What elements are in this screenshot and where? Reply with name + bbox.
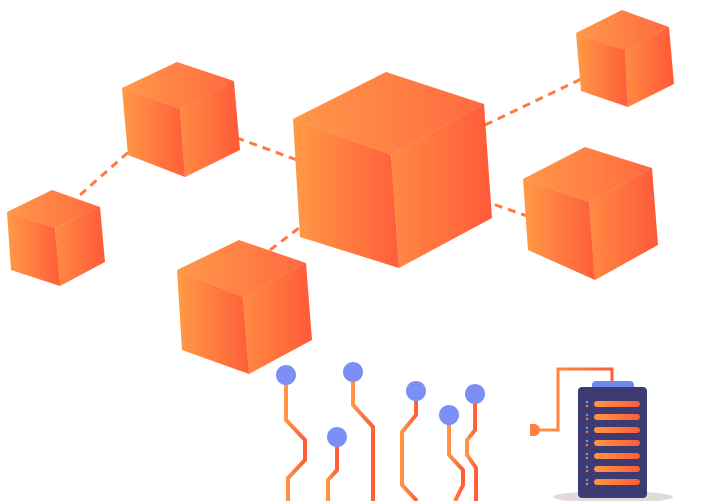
- cube-upper-left: [122, 62, 240, 177]
- server-slots: [594, 401, 640, 485]
- circuit-trace: [284, 375, 307, 501]
- circuit-trace: [351, 372, 375, 501]
- circuit-trace: [447, 415, 465, 501]
- cube-top-right: [576, 10, 674, 107]
- server-leds: [585, 400, 589, 486]
- circuit-node-icon: [343, 362, 363, 382]
- circuit-nodes: [276, 362, 485, 447]
- plug-icon: [530, 424, 540, 436]
- circuit-node-icon: [327, 427, 347, 447]
- circuit-trace: [400, 391, 419, 501]
- cube-right: [523, 147, 658, 280]
- cube-lower-center: [177, 240, 312, 374]
- circuit-trace: [465, 394, 478, 501]
- dashed-link: [484, 68, 601, 127]
- circuit-trace: [326, 437, 339, 501]
- circuit-node-icon: [439, 405, 459, 425]
- cube-small-left: [7, 190, 105, 286]
- circuit-node-icon: [276, 365, 296, 385]
- circuit-traces: [284, 372, 478, 501]
- circuit-node-icon: [465, 384, 485, 404]
- circuit-node-icon: [406, 381, 426, 401]
- server-cable: [537, 367, 614, 432]
- server-icon: [530, 367, 673, 501]
- cube-center-large: [293, 72, 492, 268]
